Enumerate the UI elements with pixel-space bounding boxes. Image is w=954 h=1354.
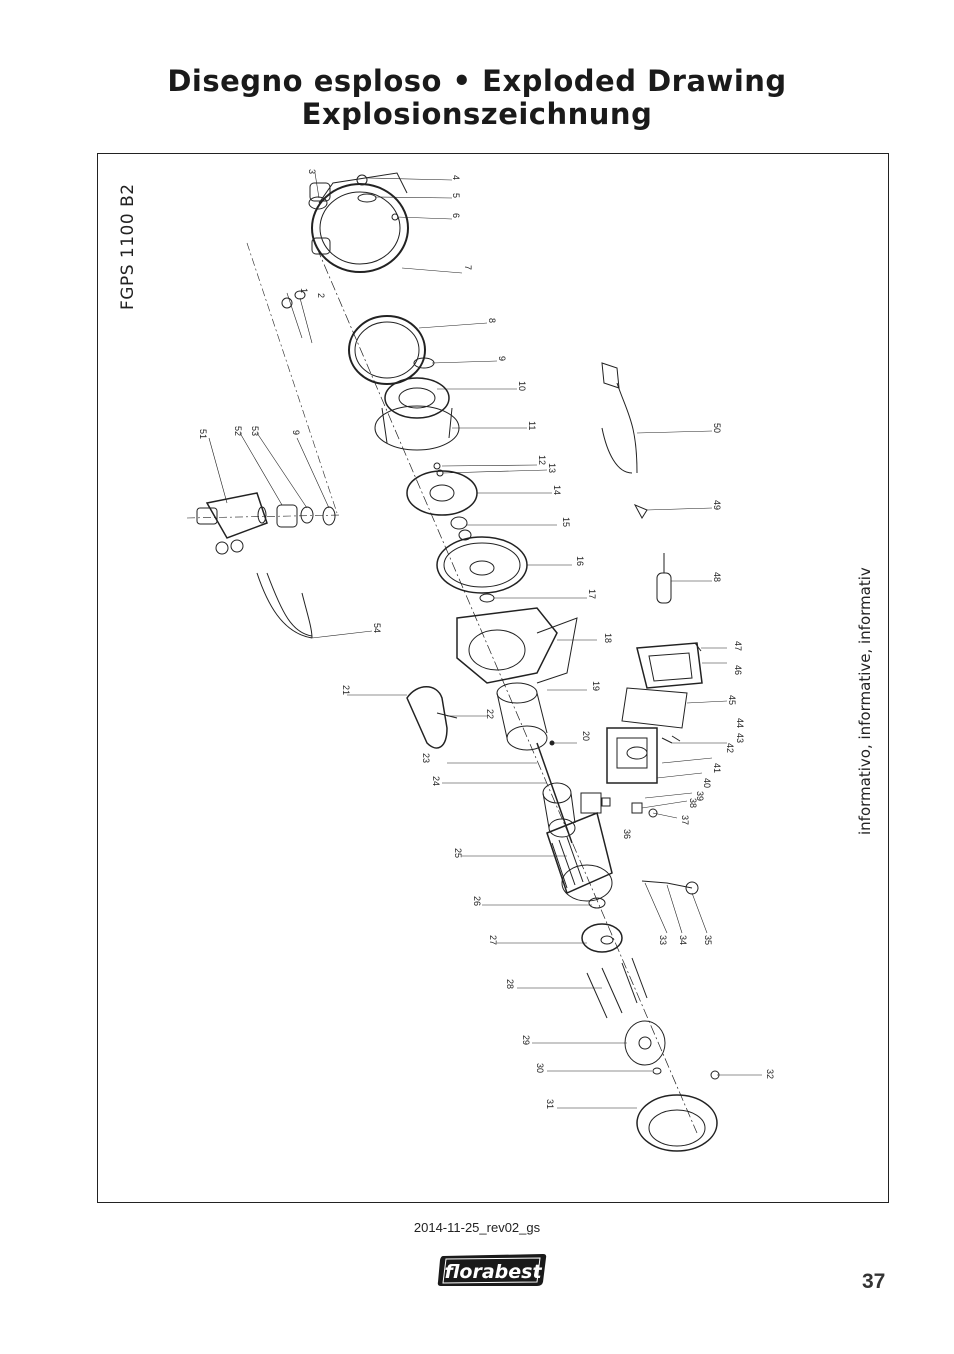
part-number-5: 5 <box>451 193 461 198</box>
part-number-9: 9 <box>497 356 507 361</box>
part-number-16: 16 <box>575 556 585 566</box>
part-number-27: 27 <box>488 935 498 945</box>
part-number-38: 38 <box>688 798 698 808</box>
model-label: FGPS 1100 B2 <box>118 183 138 310</box>
part-number-22: 22 <box>485 709 495 719</box>
part-number-31: 31 <box>545 1099 555 1109</box>
part-number-9b: 9 <box>291 430 301 435</box>
informative-note: informativo, informative, informativ <box>856 567 874 835</box>
part-number-10: 10 <box>517 381 527 391</box>
part-number-46: 46 <box>733 665 743 675</box>
page-title-line-2: Explosionszeichnung <box>301 97 653 131</box>
part-number-19: 19 <box>591 681 601 691</box>
part-number-21: 21 <box>341 685 351 695</box>
part-number-8: 8 <box>487 318 497 323</box>
part-number-39: 39 <box>695 791 705 801</box>
part-number-47: 47 <box>733 641 743 651</box>
part-number-1: 1 <box>299 288 309 293</box>
part-number-3: 3 <box>307 169 317 174</box>
part-number-50: 50 <box>712 423 722 433</box>
part-number-4: 4 <box>451 175 461 180</box>
part-number-34: 34 <box>678 935 688 945</box>
florabest-logo: florabest <box>437 1254 547 1286</box>
part-number-35: 35 <box>703 935 713 945</box>
revision-label: 2014-11-25_rev02_gs <box>413 1220 541 1235</box>
part-number-13: 13 <box>547 463 557 473</box>
part-number-11: 11 <box>527 421 537 430</box>
part-number-28: 28 <box>505 979 515 989</box>
part-number-26: 26 <box>472 896 482 906</box>
part-number-18: 18 <box>603 633 613 643</box>
part-number-49: 49 <box>712 500 722 510</box>
part-number-44: 44 <box>735 718 745 728</box>
part-number-48: 48 <box>712 572 722 582</box>
page-number: 37 <box>862 1270 886 1293</box>
part-number-23: 23 <box>421 753 431 763</box>
page-title-line-1: Disegno esploso • Exploded Drawing <box>167 64 787 98</box>
part-number-53: 53 <box>250 426 260 436</box>
part-number-6: 6 <box>451 213 461 218</box>
part-number-29: 29 <box>521 1035 531 1045</box>
part-number-36: 36 <box>622 829 632 839</box>
part-number-51: 51 <box>198 429 208 439</box>
part-number-40: 40 <box>702 778 712 788</box>
part-number-45: 45 <box>727 695 737 705</box>
part-number-54: 54 <box>372 623 382 633</box>
part-number-43: 43 <box>735 733 745 743</box>
part-number-32: 32 <box>765 1069 775 1079</box>
part-number-30: 30 <box>535 1063 545 1073</box>
part-number-20: 20 <box>581 731 591 741</box>
part-number-41: 41 <box>712 763 722 773</box>
part-number-15: 15 <box>561 517 571 527</box>
drawing-frame <box>97 153 889 1203</box>
exploded-drawing: 3 4 5 6 7 8 9 10 11 12 13 14 15 16 17 18… <box>186 169 775 1152</box>
part-number-25: 25 <box>453 848 463 858</box>
brand-text: florabest <box>444 1261 542 1283</box>
part-number-14: 14 <box>552 485 562 495</box>
part-number-52: 52 <box>233 426 243 436</box>
part-number-12: 12 <box>537 455 547 465</box>
part-number-33: 33 <box>658 935 668 945</box>
part-number-7: 7 <box>463 265 473 270</box>
part-number-42: 42 <box>725 743 735 753</box>
part-number-37: 37 <box>680 815 690 825</box>
part-number-24: 24 <box>431 776 441 786</box>
part-number-2: 2 <box>316 293 326 298</box>
part-number-17: 17 <box>587 589 597 599</box>
